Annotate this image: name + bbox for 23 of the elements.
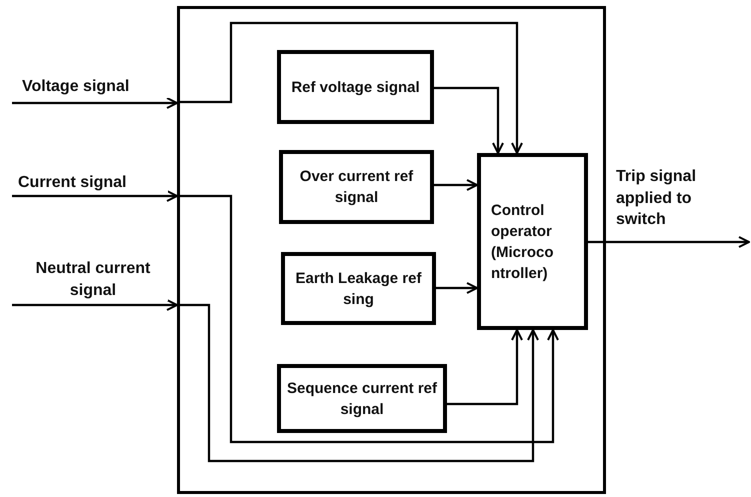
box-label: Sequence current ref signal — [286, 378, 438, 420]
arrow — [434, 86, 504, 154]
arrow — [12, 97, 178, 109]
outer-box — [177, 6, 606, 494]
arrow — [434, 179, 478, 191]
arrow — [588, 236, 750, 248]
arrow — [177, 304, 539, 462]
arrow — [177, 194, 559, 444]
arrow — [436, 282, 478, 294]
box-label: Over current ref signal — [298, 167, 414, 208]
arrow — [12, 190, 178, 202]
process-box — [281, 252, 436, 325]
arrow — [447, 329, 523, 406]
arrow — [177, 22, 523, 154]
arrow — [12, 299, 178, 311]
process-box — [277, 364, 447, 433]
box-label: Control operator (Microco ntroller) — [491, 200, 555, 284]
controller-box — [477, 153, 588, 330]
box-label: Ref voltage signal — [291, 78, 420, 98]
edge-label: Current signal — [18, 172, 168, 194]
process-box — [279, 150, 434, 224]
process-box — [277, 50, 434, 124]
box-label: Earth Leakage ref sing — [294, 268, 422, 310]
